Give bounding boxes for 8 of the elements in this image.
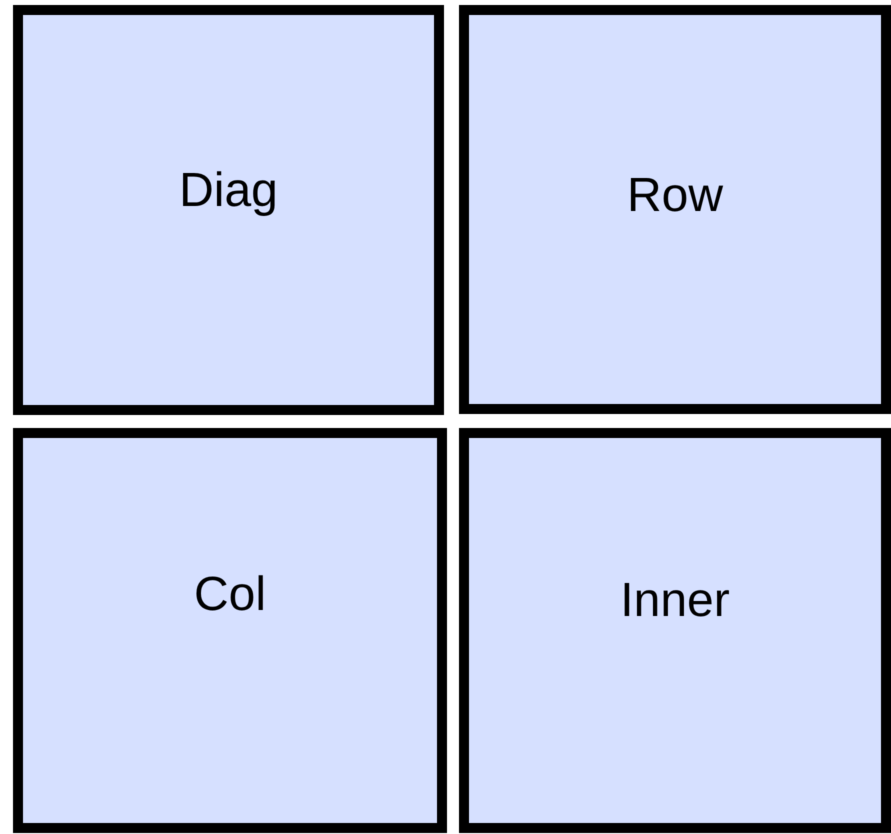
panel-label: Inner: [620, 573, 730, 628]
panel-box: [459, 5, 891, 414]
panel-box: [13, 5, 444, 415]
panel-label: Row: [626, 168, 724, 223]
panel-box: [459, 428, 891, 833]
panel-box: [13, 428, 447, 833]
panel-label: Diag: [179, 162, 278, 218]
panel-label: Col: [194, 567, 266, 622]
